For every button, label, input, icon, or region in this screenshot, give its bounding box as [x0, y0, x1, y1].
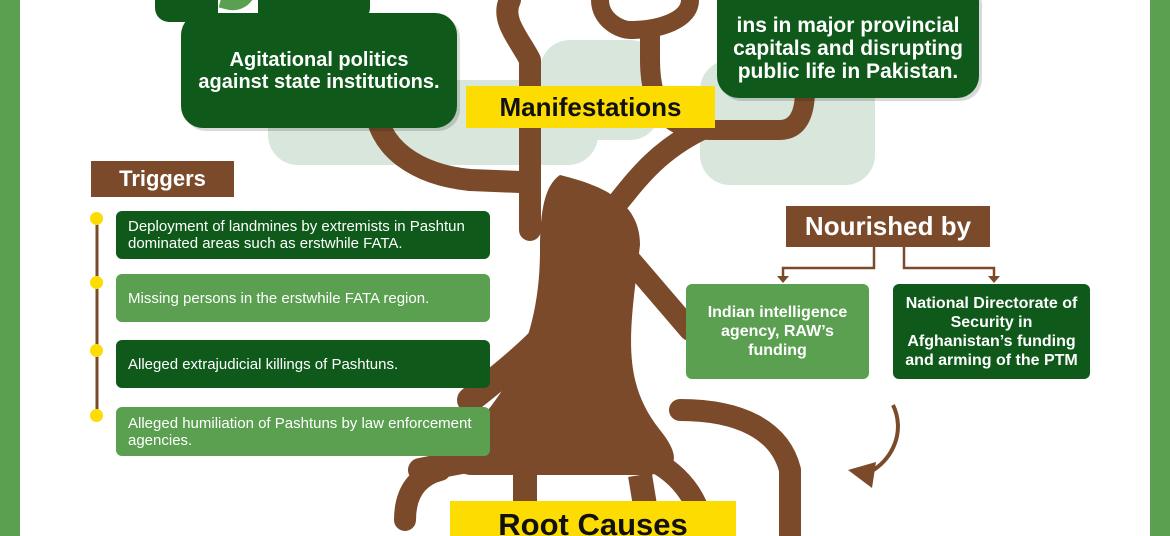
- nourished-nds-funding: National Directorate of Security in Afgh…: [893, 284, 1090, 379]
- manifestation-sit-ins: ins in major provincial capitals and dis…: [717, 0, 979, 98]
- arrow-down-icon: [777, 276, 789, 283]
- arrowhead-icon: [848, 462, 876, 488]
- trigger-item-missing-persons: Missing persons in the erstwhile FATA re…: [116, 274, 490, 322]
- manifestation-left-text: Agitational politics against state insti…: [198, 48, 440, 93]
- manifestation-agitational-politics: Agitational politics against state insti…: [181, 13, 457, 128]
- trigger-item-humiliation: Alleged humiliation of Pashtuns by law e…: [116, 407, 490, 456]
- arrow-down-icon: [988, 276, 1000, 283]
- nourished-connectors: [781, 247, 996, 278]
- tree-trunk: [451, 175, 674, 475]
- timeline-dot: [90, 409, 103, 422]
- trigger-item-extrajudicial-killings: Alleged extrajudicial killings of Pashtu…: [116, 340, 490, 388]
- manifestation-right-text: ins in major provincial capitals and dis…: [733, 13, 963, 83]
- timeline-dot: [90, 344, 103, 357]
- manifestations-title: Manifestations: [466, 86, 715, 128]
- nourished-by-title: Nourished by: [786, 206, 990, 247]
- root-causes-title: Root Causes: [450, 501, 736, 536]
- nourished-raw-funding: Indian intelligence agency, RAW’s fundin…: [686, 284, 869, 379]
- timeline-dot: [90, 276, 103, 289]
- timeline-dot: [90, 212, 103, 225]
- triggers-title: Triggers: [91, 161, 234, 197]
- trigger-item-landmines: Deployment of landmines by extremists in…: [116, 211, 490, 259]
